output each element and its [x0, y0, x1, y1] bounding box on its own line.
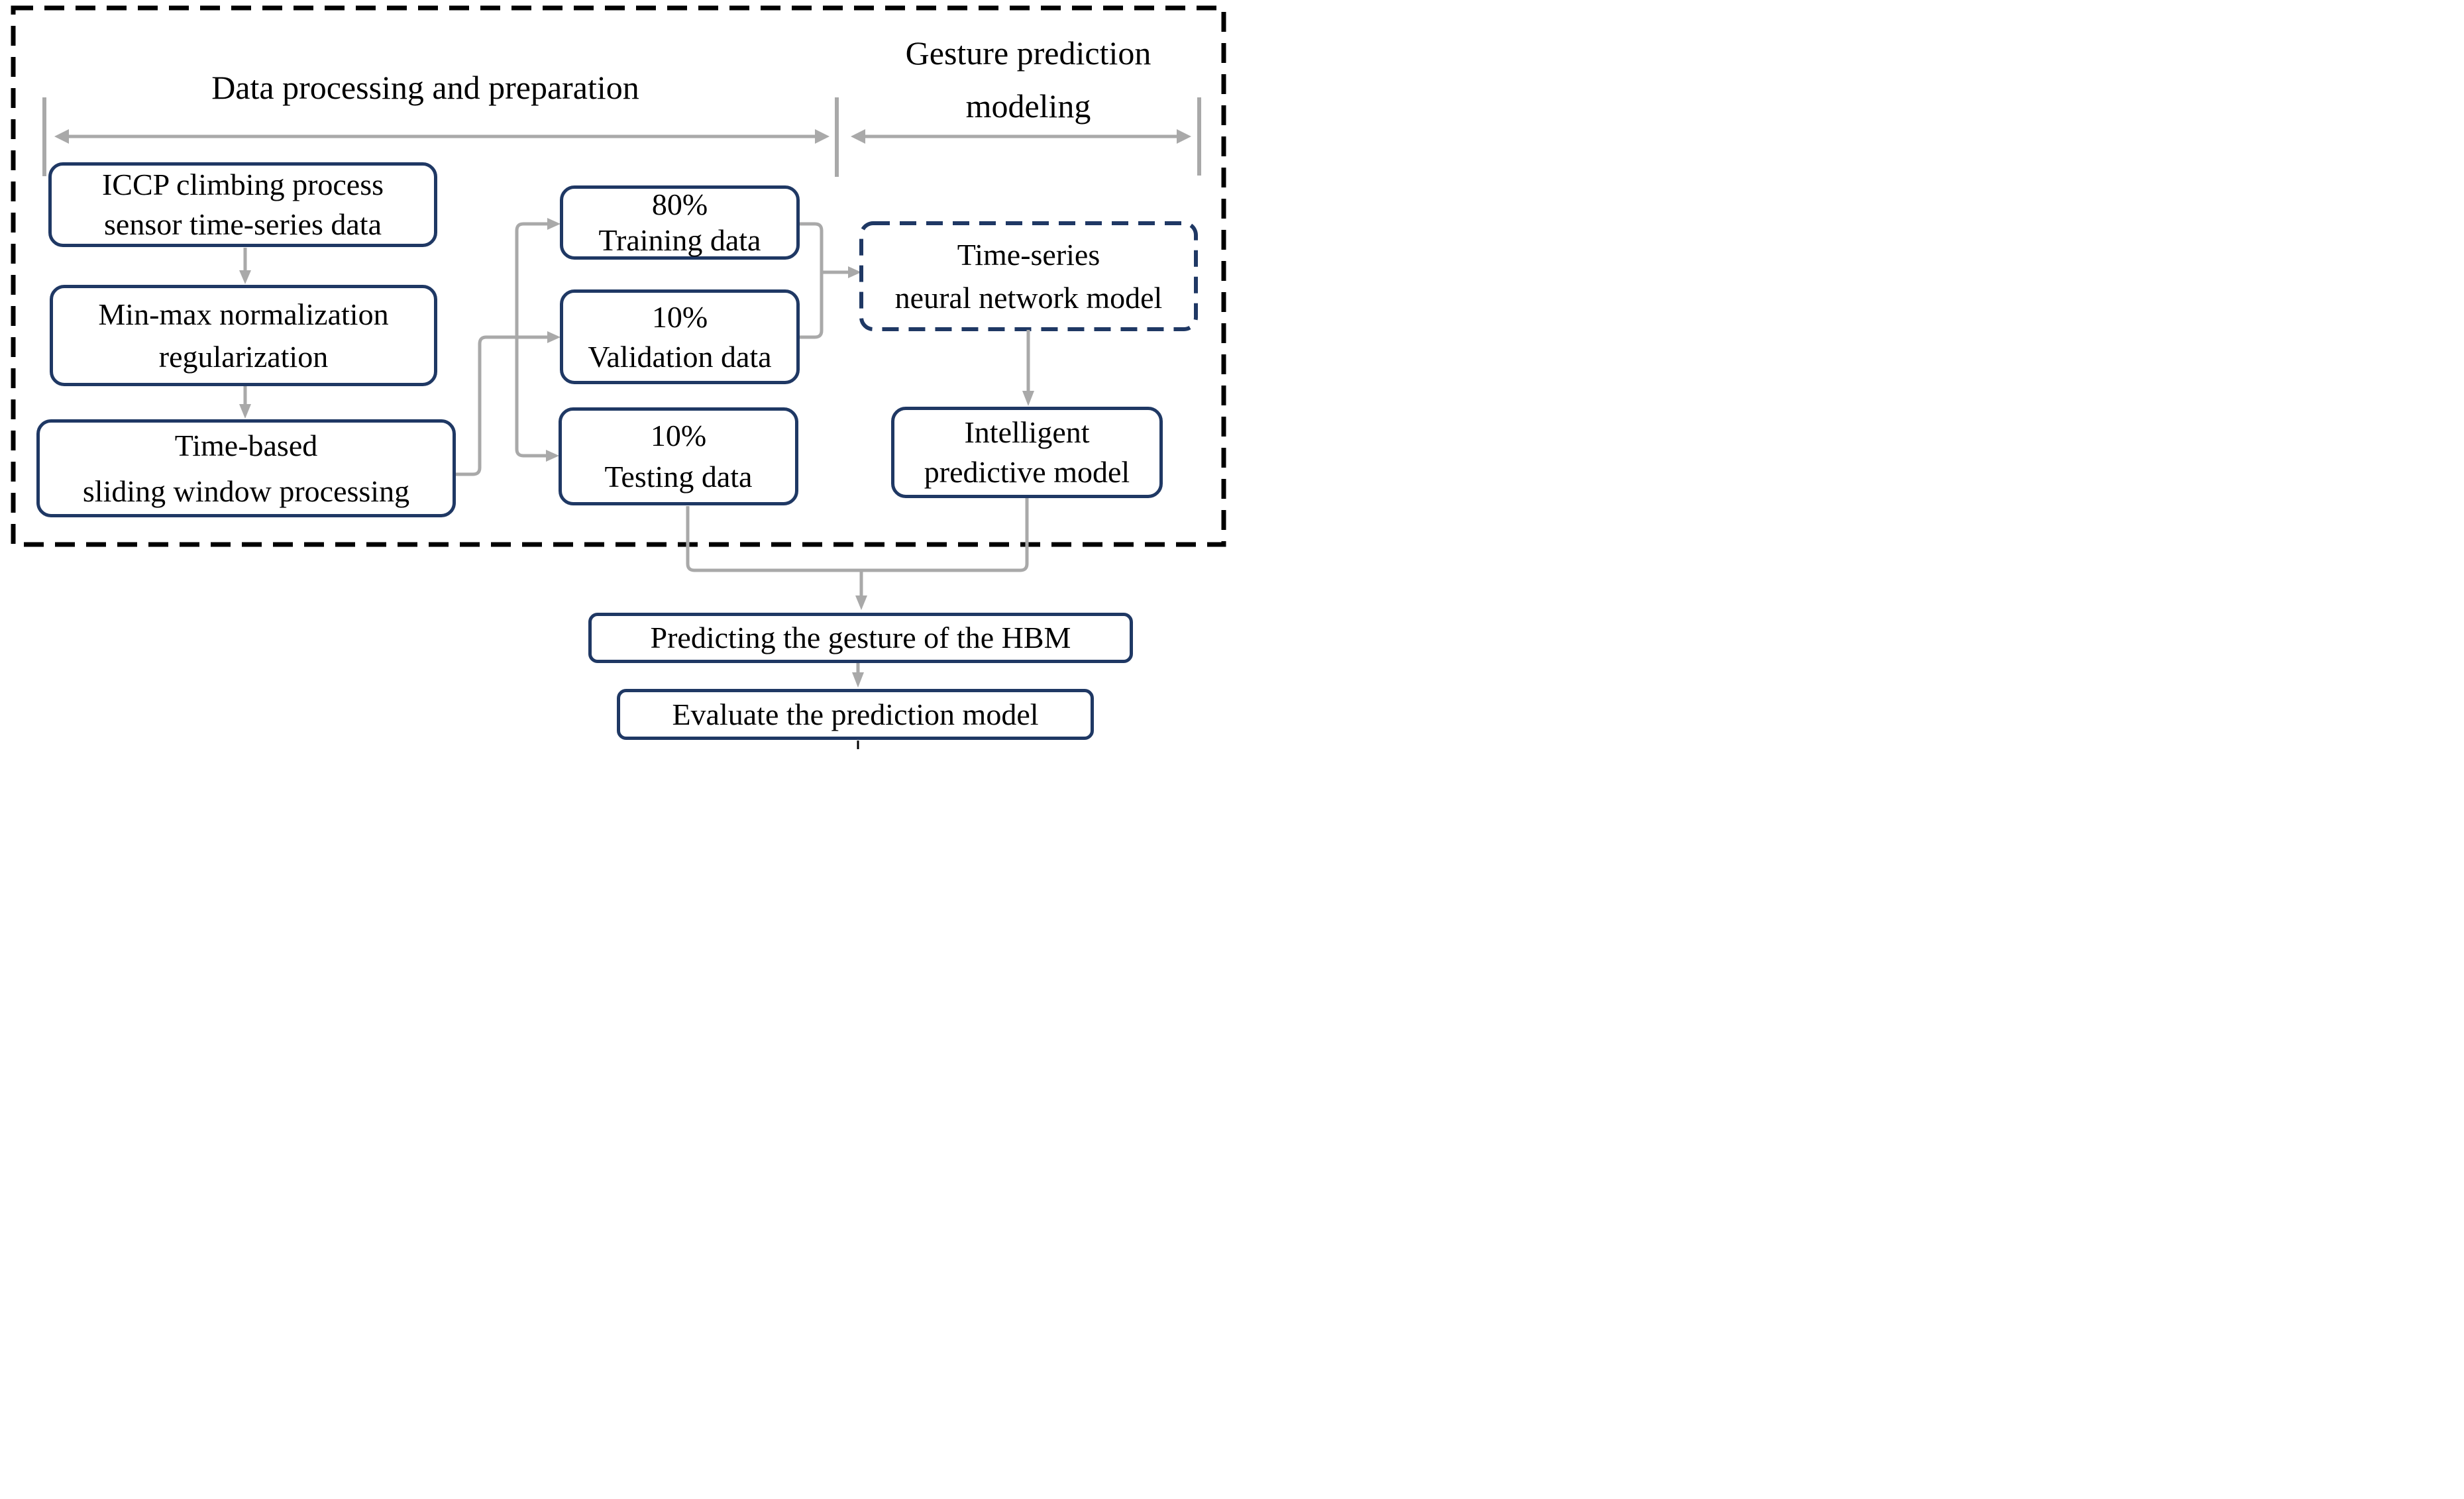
node-label-line: ICCP climbing process: [101, 168, 384, 202]
node-label-line: regularization: [158, 339, 329, 374]
node-intelligent-predictive-model: Intelligent predictive model: [891, 407, 1163, 498]
node-label-line: predictive model: [924, 455, 1130, 489]
node-label-line: 10%: [651, 299, 708, 334]
phase-boundary-dashed-frame: [11, 5, 1226, 547]
span-arrow-data-processing: [42, 97, 839, 177]
node-label-line: Evaluate the prediction model: [672, 697, 1039, 731]
node-validation-data: 10% Validation data: [560, 289, 800, 384]
node-timeseries-nn-model: Time-series neural network model: [861, 223, 1196, 329]
connector-predicting-to-evaluate: [852, 663, 864, 688]
node-sliding-window: Time-based sliding window processing: [36, 419, 456, 517]
node-label-line: Validation data: [588, 339, 772, 374]
node-label-line: Predicting the gesture of the HBM: [650, 621, 1071, 655]
right-phase-title: Gesture prediction modeling: [843, 26, 1214, 132]
node-label-line: 10%: [650, 418, 707, 452]
connector-sliding-to-validation: [456, 331, 561, 476]
node-label-line: sliding window processing: [82, 474, 410, 508]
node-label-line: Testing data: [604, 460, 753, 493]
connector-branch-to-training: [515, 218, 561, 337]
node-label-line: Intelligent: [964, 415, 1090, 450]
node-label-line: sensor time-series data: [104, 207, 382, 241]
node-label-line: Training data: [598, 223, 761, 257]
right-phase-title-line1: Gesture prediction: [905, 34, 1152, 72]
connector-minmax-to-sliding: [239, 386, 251, 419]
node-label-line: Time-based: [174, 429, 318, 462]
node-predicting-gesture-hbm: Predicting the gesture of the HBM: [588, 613, 1133, 663]
node-testing-data: 10% Testing data: [559, 407, 798, 505]
node-evaluate-prediction-model: Evaluate the prediction model: [617, 689, 1094, 740]
ts-model-dashed-border: [859, 221, 1198, 331]
flowchart-canvas: Data processing and preparation Gesture …: [0, 0, 1232, 750]
node-iccp-sensor-data: ICCP climbing process sensor time-series…: [48, 162, 437, 247]
node-label-line: neural network model: [894, 281, 1163, 315]
node-label-line: Min-max normalization: [98, 297, 389, 332]
span-arrow-gesture-modeling: [851, 97, 1201, 176]
connector-testing-intelligent-to-predicting: [686, 498, 1029, 610]
node-label-line: Time-series: [957, 237, 1100, 272]
connector-branch-to-testing: [515, 337, 559, 462]
left-phase-title: Data processing and preparation: [211, 69, 639, 106]
connector-layer: [11, 5, 1226, 749]
connector-model-to-intelligent: [1022, 330, 1034, 406]
node-label-line: 80%: [651, 187, 708, 221]
right-phase-title-line2: modeling: [965, 87, 1091, 125]
node-minmax-normalization: Min-max normalization regularization: [50, 285, 437, 386]
node-training-data: 80% Training data: [560, 185, 800, 260]
connector-iccp-to-minmax: [239, 248, 251, 284]
connector-training-validation-to-model: [800, 222, 861, 339]
